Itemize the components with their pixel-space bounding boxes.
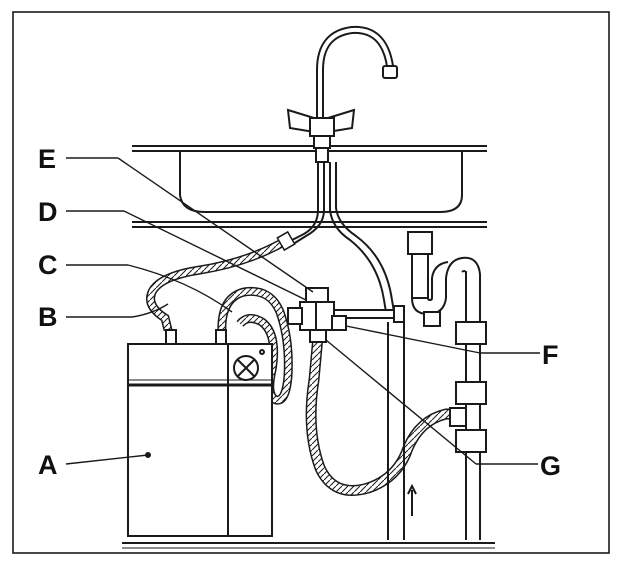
sink-basin [132,145,487,228]
faucet [286,25,398,163]
drain-trap [407,231,487,540]
callout-label-G: G [540,451,562,481]
faucet-supply-lines [283,162,395,313]
leader-lines [65,157,540,465]
mixing-valve [287,287,347,343]
leader-A [65,454,149,465]
water-heater [127,329,273,537]
outer-frame [12,11,610,554]
callout-label-D: D [38,197,58,227]
callout-label-E: E [38,144,57,174]
floor [122,542,495,549]
callout-label-C: C [38,250,58,280]
callout-label-F: F [542,340,559,370]
callout-label-B: B [38,302,58,332]
callout-label-A: A [38,450,58,480]
waste-pipe [387,322,417,540]
